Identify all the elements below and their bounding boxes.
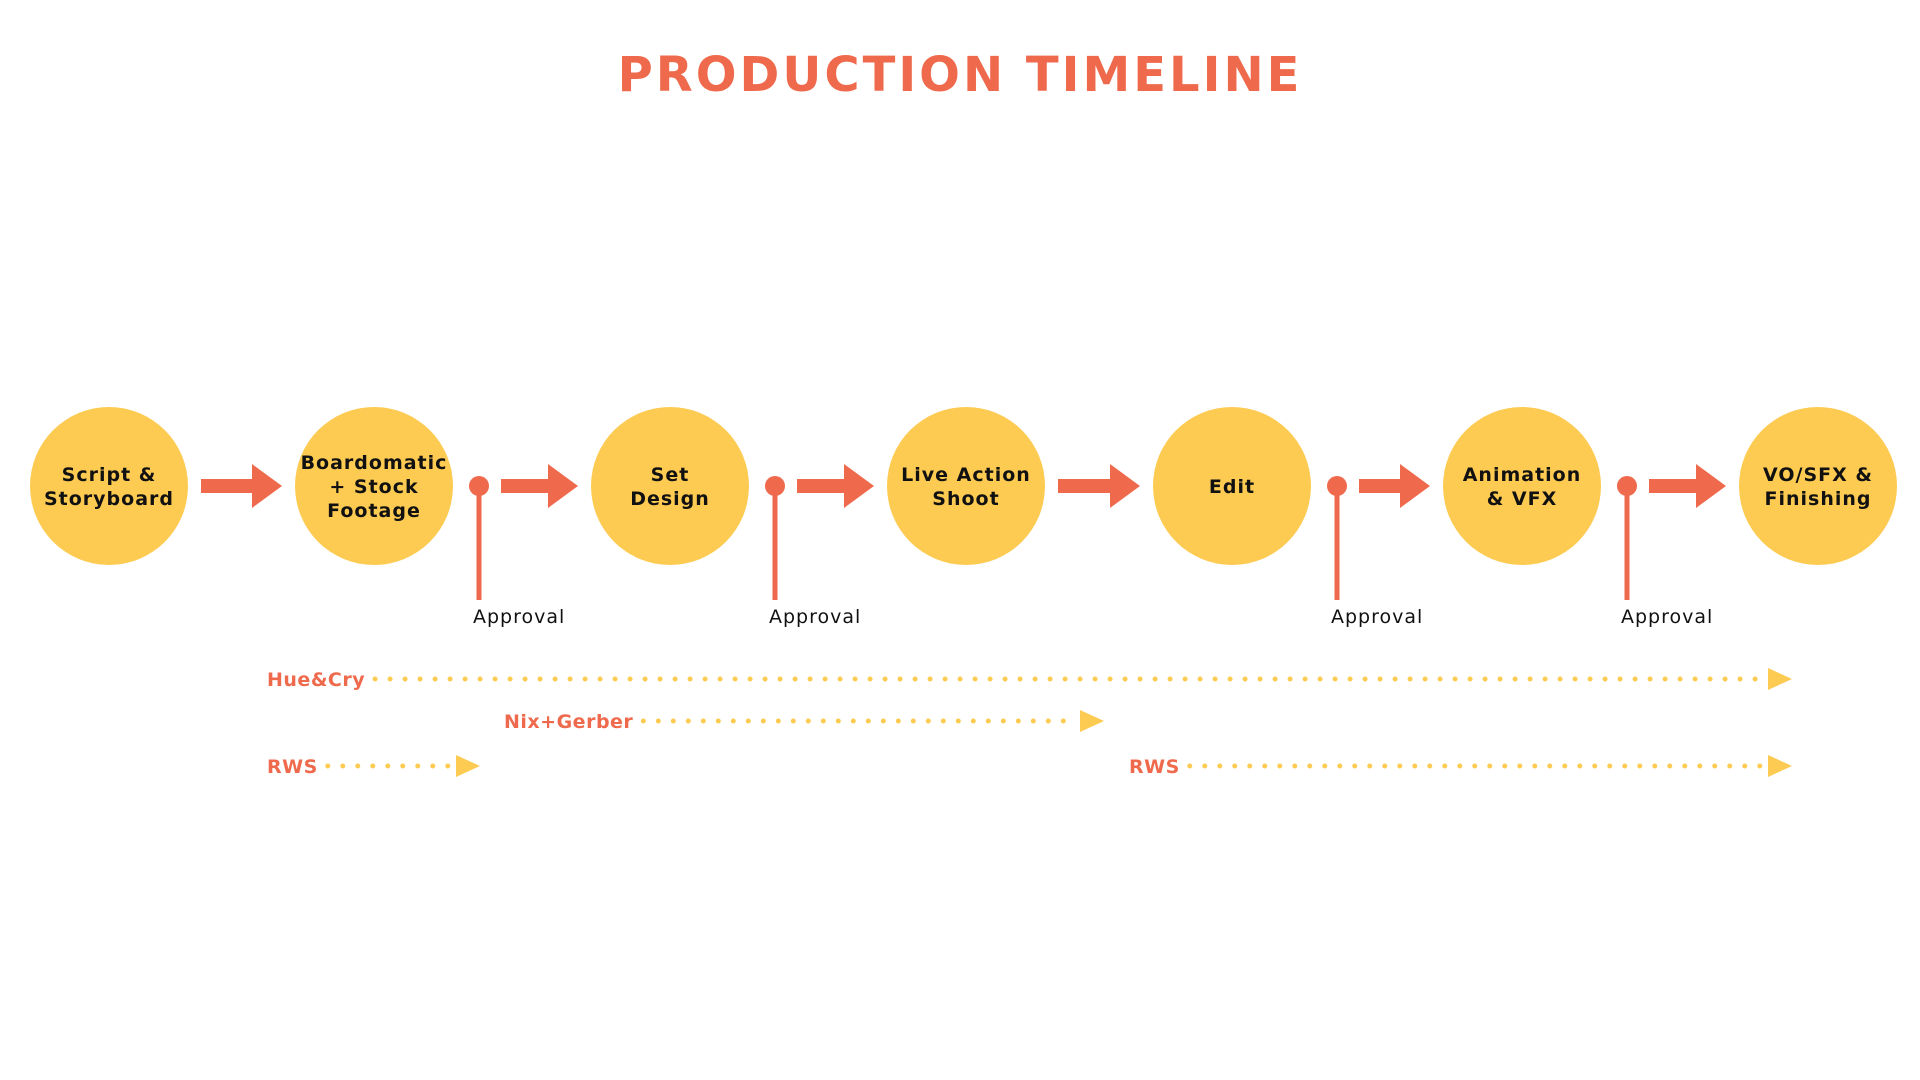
stages-layer: Script &Storyboard Boardomatic+ StockFoot… (30, 407, 1897, 565)
stage-label: Animation (1463, 464, 1582, 486)
stage-circle (1443, 407, 1601, 565)
stage-label: Script & (62, 464, 157, 486)
approval-label: Approval (473, 606, 565, 628)
team-arrowhead-icon (456, 755, 480, 777)
team-track-hue-cry: Hue&Cry (267, 668, 1792, 691)
approval-dot-icon (469, 476, 489, 496)
flow-arrow-icon (1058, 464, 1140, 508)
team-label: RWS (1129, 756, 1180, 778)
team-arrowhead-icon (1768, 668, 1792, 690)
team-label: Nix+Gerber (504, 711, 633, 733)
stage-label: Boardomatic (301, 452, 448, 474)
page-title: PRODUCTION TIMELINE (618, 47, 1303, 103)
stage-script: Script &Storyboard (30, 407, 188, 565)
flow-arrow-icon (1359, 464, 1430, 508)
approval-label: Approval (1621, 606, 1713, 628)
flow-arrow-icon (797, 464, 874, 508)
team-track-rws-late: RWS (1129, 755, 1792, 778)
team-label: RWS (267, 756, 318, 778)
stage-circle (1739, 407, 1897, 565)
connector-3 (1058, 464, 1140, 508)
connector-2: Approval (765, 464, 874, 628)
stage-circle (295, 407, 453, 565)
stage-circle (887, 407, 1045, 565)
stage-label: Finishing (1764, 488, 1871, 510)
team-track-nix-gerber: Nix+Gerber (504, 710, 1104, 733)
team-arrowhead-icon (1768, 755, 1792, 777)
approval-label: Approval (769, 606, 861, 628)
connector-0 (201, 464, 282, 508)
approval-label: Approval (1331, 606, 1423, 628)
stage-label: Edit (1209, 476, 1255, 498)
connector-4: Approval (1327, 464, 1430, 628)
approval-dot-icon (1617, 476, 1637, 496)
stage-label: Footage (327, 500, 421, 522)
team-label: Hue&Cry (267, 669, 365, 691)
stage-label: VO/SFX & (1763, 464, 1873, 486)
approval-dot-icon (765, 476, 785, 496)
connectors-layer: Approval Approval Approval Approval (201, 464, 1726, 628)
flow-arrow-icon (1649, 464, 1726, 508)
connector-1: Approval (469, 464, 578, 628)
stage-label: Set (651, 464, 690, 486)
approval-dot-icon (1327, 476, 1347, 496)
team-arrowhead-icon (1080, 710, 1104, 732)
stage-label: Live Action (901, 464, 1031, 486)
flow-arrow-icon (501, 464, 578, 508)
team-track-rws-early: RWS (267, 755, 480, 778)
stage-circle (30, 407, 188, 565)
stage-animation: Animation& VFX (1443, 407, 1601, 565)
stage-circle (591, 407, 749, 565)
stage-edit: Edit (1153, 407, 1311, 565)
stage-circle (1153, 407, 1311, 565)
stage-label: Design (630, 488, 710, 510)
connector-5: Approval (1617, 464, 1726, 628)
stage-label: Shoot (932, 488, 999, 510)
stage-finishing: VO/SFX &Finishing (1739, 407, 1897, 565)
stage-label: & VFX (1487, 488, 1558, 510)
flow-arrow-icon (201, 464, 282, 508)
stage-label: + Stock (329, 476, 418, 498)
stage-label: Storyboard (44, 488, 174, 510)
